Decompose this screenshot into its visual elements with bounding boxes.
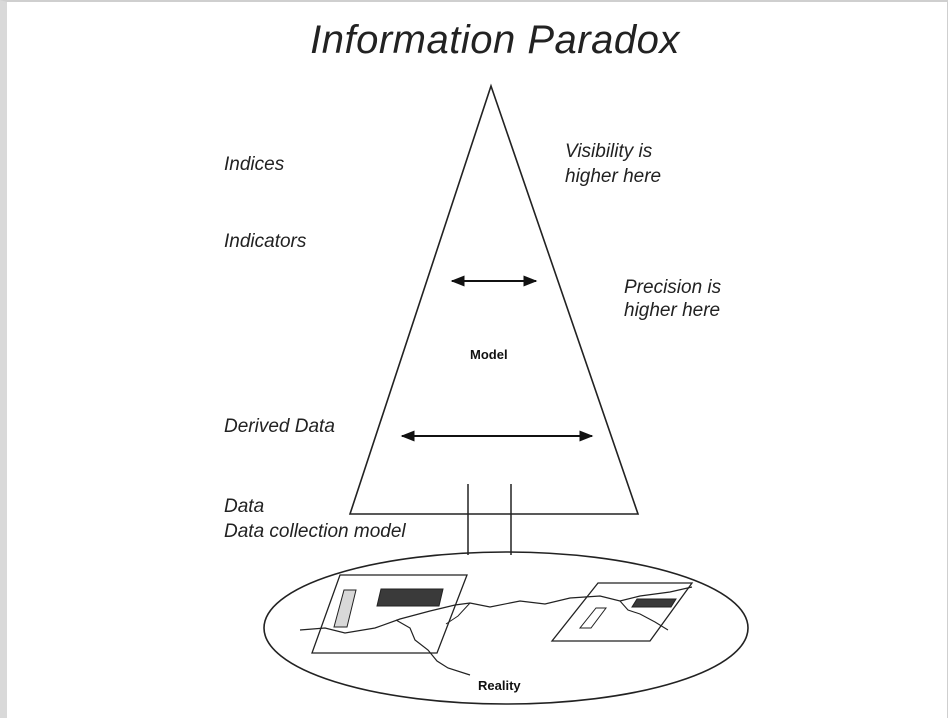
reality-branch-line-2 <box>619 600 669 631</box>
reality-branch-line <box>395 619 471 676</box>
label-data: Data <box>224 496 265 517</box>
label-precision-line-2: higher here <box>624 300 721 321</box>
pyramid-triangle <box>348 83 640 515</box>
label-precision-line-1: Precision is <box>624 277 722 298</box>
label-indices: Indices <box>224 154 285 175</box>
diagram-title: Information Paradox <box>310 18 680 62</box>
label-visibility-line-2: higher here <box>565 166 662 187</box>
label-reality: Reality <box>478 678 521 693</box>
left-map-light-rect <box>333 589 357 628</box>
left-map-parcel <box>311 574 468 654</box>
right-map-dark-rect <box>631 598 677 608</box>
label-data-collection-model: Data collection model <box>224 521 406 542</box>
label-visibility-line-1: Visibility is <box>565 141 653 162</box>
left-map-dark-rect <box>376 588 444 607</box>
label-derived-data: Derived Data <box>224 416 335 437</box>
reality-ellipse <box>263 551 749 705</box>
reality-branch-line-3 <box>445 602 471 625</box>
right-map-parcel <box>550 582 694 642</box>
label-model: Model <box>470 347 508 362</box>
reality-boundary-line <box>299 586 693 634</box>
label-indicators: Indicators <box>224 231 307 252</box>
right-map-light-rect <box>578 607 607 629</box>
